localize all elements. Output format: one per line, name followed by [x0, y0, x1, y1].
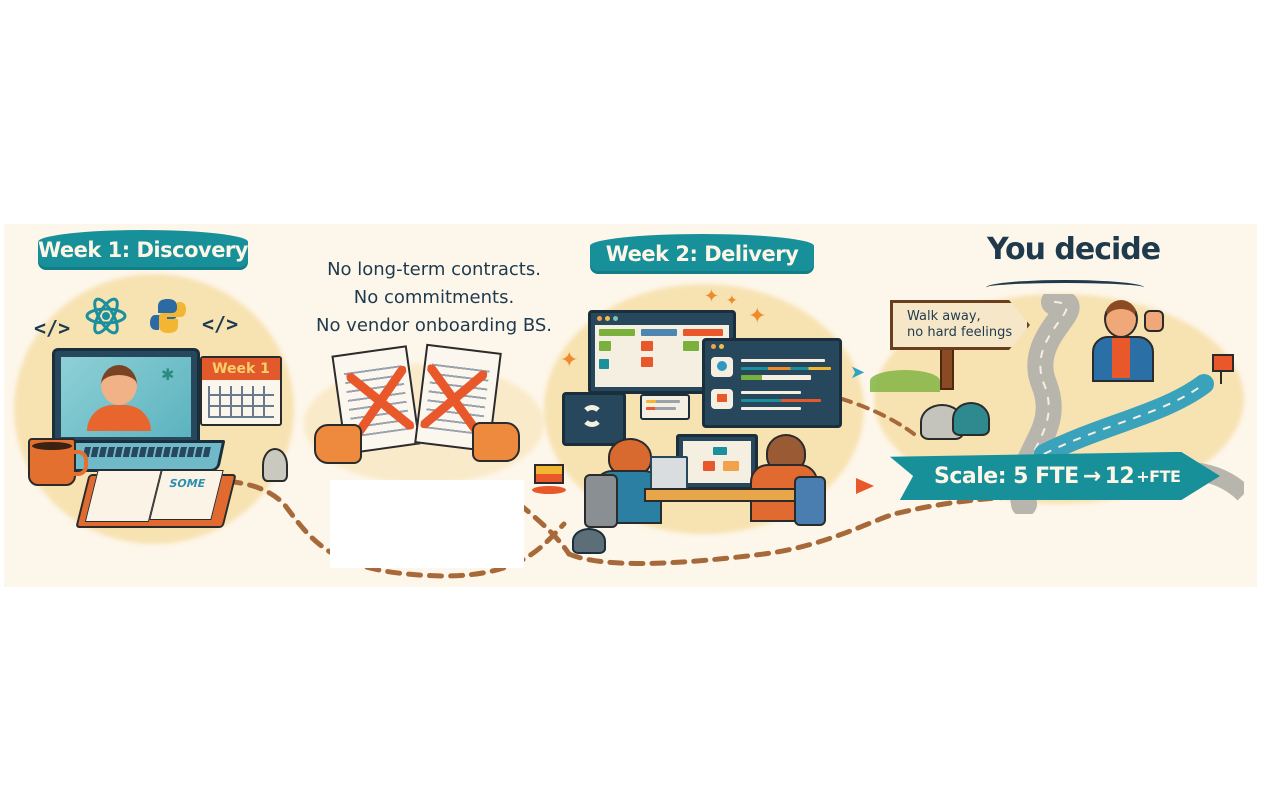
tablet-device: [650, 456, 688, 492]
flag-marker-icon: [534, 464, 564, 484]
calendar-grid: [208, 386, 274, 418]
contract-right-half: [414, 343, 502, 453]
sync-icon: [581, 405, 603, 427]
star-decoration-icon: ✱: [161, 365, 175, 384]
chair-left: [584, 474, 618, 528]
small-marker-sign: [1212, 354, 1234, 372]
rock-milestone-icon: [572, 528, 606, 554]
left-hand-icon: [314, 424, 362, 464]
week2-banner-label: Week 2: Delivery: [605, 242, 799, 266]
sign-line-1: Walk away,: [907, 309, 981, 324]
sparkle-icon: ✦: [704, 286, 720, 307]
sync-icon-window: [562, 392, 626, 446]
notebook-right-page: SOME: [149, 470, 224, 520]
week1-banner-label: Week 1: Discovery: [38, 238, 248, 262]
calendar-header: Week 1: [202, 358, 280, 380]
code-brackets-icon: </>: [34, 316, 71, 340]
sign-line-2: no hard feelings: [907, 325, 1013, 340]
bush-icon: [870, 370, 940, 392]
calendar-week1: Week 1: [200, 356, 282, 426]
sparkle-icon: ✦: [748, 304, 767, 329]
boulder-icon: [952, 402, 990, 436]
message-bubble-icon: [640, 394, 690, 420]
you-decide-title: You decide: [987, 232, 1161, 267]
scale-arrow-glyph: →: [1082, 463, 1101, 489]
journey-illustration: Week 1: Discovery </> </> ✱ Week 1: [4, 224, 1257, 587]
contract-left-half: [331, 345, 421, 455]
right-hand-icon: [472, 422, 520, 462]
coffee-mug-icon: [28, 438, 88, 486]
title-underline: [986, 280, 1144, 295]
chair-right: [794, 476, 826, 526]
person-waving-head: [1104, 300, 1138, 338]
laptop-keyboard: [66, 440, 226, 472]
tagline-line-3: No vendor onboarding BS.: [315, 315, 553, 336]
laptop-screen: ✱: [52, 348, 200, 446]
scale-suffix: +FTE: [1136, 466, 1181, 486]
thumbs-up-hand-icon: [1144, 310, 1164, 332]
tagline: No long-term contracts. No commitments. …: [294, 256, 574, 340]
person-shirt: [87, 405, 151, 431]
react-atom-icon: [85, 297, 127, 335]
chat-dev-window: [702, 338, 842, 428]
person-waving-body: [1092, 336, 1154, 382]
week2-banner: Week 2: Delivery: [572, 234, 832, 278]
sparkle-icon: ✦: [726, 293, 738, 309]
red-x-mark-icon: [346, 365, 415, 438]
small-marker-post: [1220, 370, 1222, 384]
rock-milestone-icon: [262, 448, 288, 482]
person-face: [101, 365, 137, 405]
scale-arrow-banner: Scale: 5 FTE → 12 +FTE: [890, 452, 1220, 500]
scale-target: 12: [1104, 463, 1135, 489]
week1-banner: Week 1: Discovery: [20, 230, 266, 274]
tagline-line-1: No long-term contracts.: [327, 259, 541, 280]
video-call-display: ✱: [61, 357, 191, 437]
desk: [644, 488, 798, 502]
tagline-line-2: No commitments.: [353, 287, 515, 308]
sparkle-icon: ✦: [560, 348, 579, 373]
notebook: SOME: [75, 470, 237, 528]
scale-prefix: Scale: 5 FTE: [934, 463, 1079, 489]
desktop-monitor: [676, 434, 758, 490]
flag-base: [532, 486, 566, 494]
walk-away-sign: Walk away, no hard feelings: [890, 300, 1030, 350]
python-logo-icon: [150, 299, 186, 333]
blank-overlay-box: [330, 480, 524, 568]
chat-bubble-icon: [711, 357, 733, 377]
red-x-mark-icon: [420, 364, 488, 435]
chat-bubble-icon: [711, 389, 733, 409]
bird-icon: ➤: [850, 362, 866, 383]
keyboard-keys: [82, 447, 211, 457]
code-brackets-icon: </>: [202, 312, 239, 336]
